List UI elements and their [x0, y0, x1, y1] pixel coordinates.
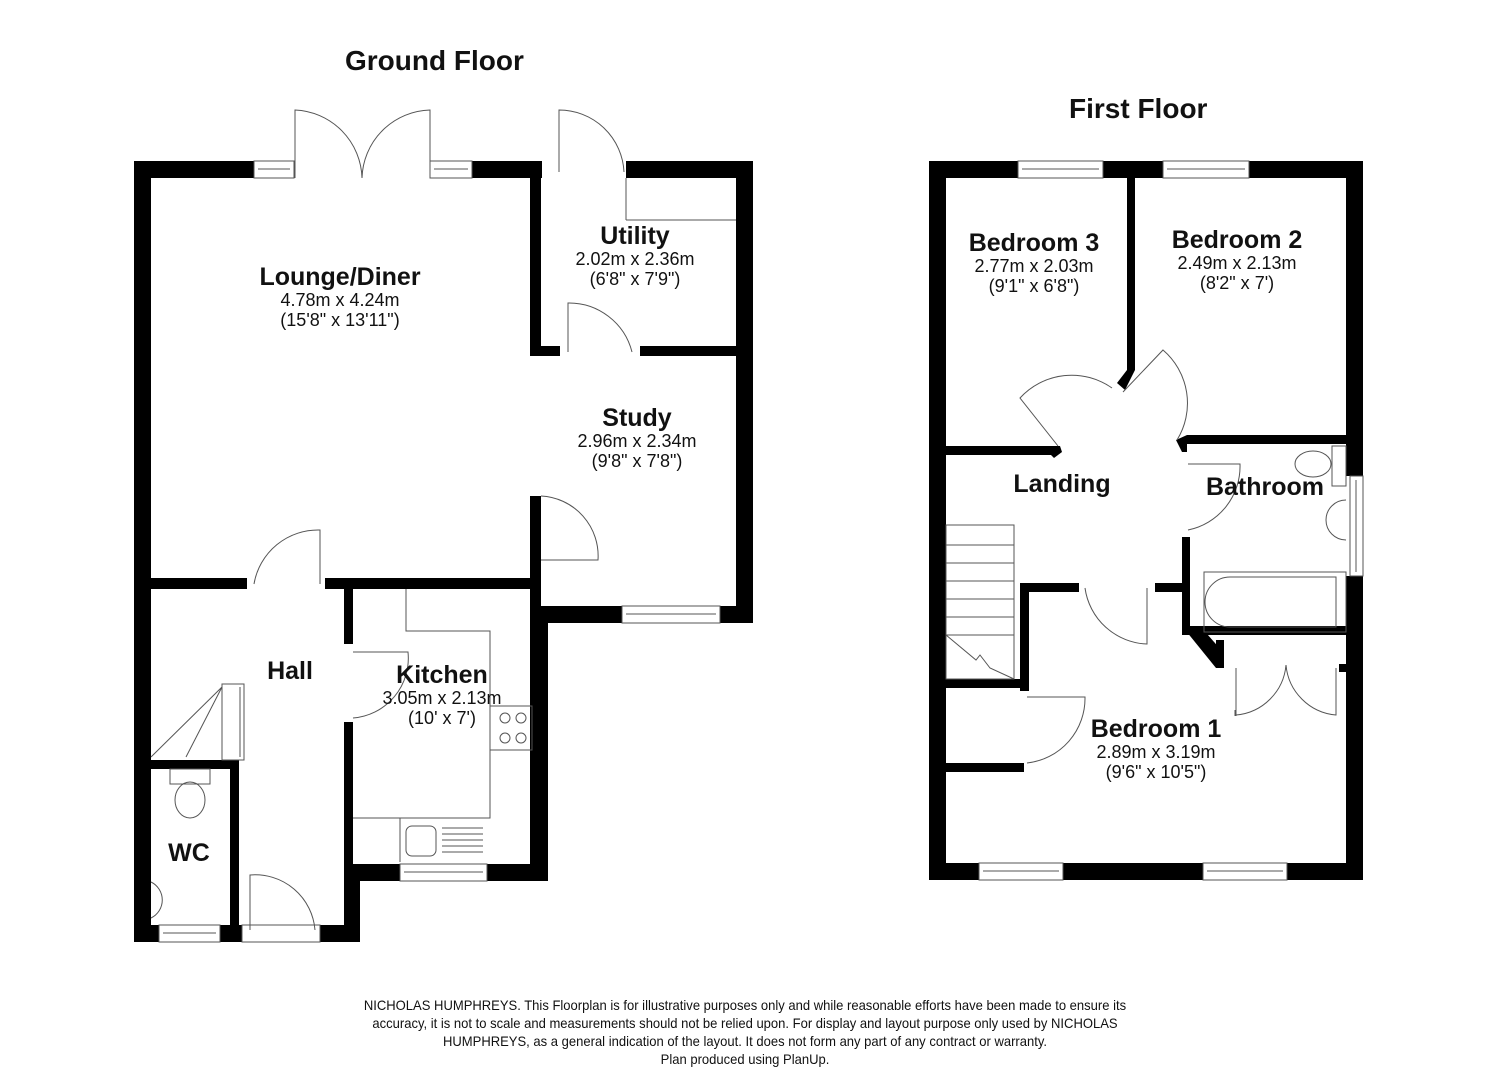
ground-floor-doors	[150, 109, 736, 931]
room-name: Bedroom 3	[968, 229, 1100, 257]
room-imperial: (10' x 7')	[408, 708, 476, 728]
room-metric: 2.77m x 2.03m	[974, 256, 1094, 276]
room-bedroom-2: Bedroom 2 2.49m x 2.13m (8'2" x 7')	[1171, 226, 1303, 294]
room-metric: 2.49m x 2.13m	[1177, 253, 1297, 273]
disclaimer-text: NICHOLAS HUMPHREYS. This Floorplan is fo…	[285, 996, 1206, 1068]
room-imperial: (9'1" x 6'8")	[988, 276, 1080, 296]
room-name: Hall	[267, 657, 313, 685]
ground-floor-windows	[158, 160, 721, 943]
first-floor-doors	[945, 349, 1347, 764]
room-imperial: (6'8" x 7'9")	[589, 269, 681, 289]
room-name: Bathroom	[1205, 473, 1325, 501]
room-bedroom-1: Bedroom 1 2.89m x 3.19m (9'6" x 10'5")	[1090, 715, 1222, 783]
room-utility: Utility 2.02m x 2.36m (6'8" x 7'9")	[575, 222, 695, 290]
first-floor-walls	[929, 161, 1363, 880]
room-metric: 2.89m x 3.19m	[1096, 742, 1216, 762]
disclaimer-line: HUMPHREYS, as a general indication of th…	[442, 1033, 1048, 1049]
room-metric: 4.78m x 4.24m	[280, 290, 400, 310]
ground-floor-walls	[134, 161, 753, 942]
first-floor-windows	[978, 160, 1364, 881]
room-name: Lounge/Diner	[259, 263, 421, 291]
first-floor-plan	[929, 160, 1364, 881]
room-name: WC	[168, 839, 210, 867]
room-bedroom-3: Bedroom 3 2.77m x 2.03m (9'1" x 6'8")	[968, 229, 1100, 297]
disclaimer-line: NICHOLAS HUMPHREYS. This Floorplan is fo…	[363, 997, 1127, 1013]
room-landing: Landing	[1013, 472, 1110, 497]
room-name: Utility	[600, 222, 670, 250]
ground-floor-plan	[134, 109, 753, 943]
room-imperial: (9'8" x 7'8")	[591, 451, 683, 471]
room-name: Kitchen	[396, 661, 488, 689]
ground-floor-title: Ground Floor	[345, 45, 524, 76]
room-metric: 2.02m x 2.36m	[575, 249, 695, 269]
first-floor-title: First Floor	[1069, 93, 1208, 124]
room-imperial: (8'2" x 7')	[1199, 273, 1275, 293]
room-hall: Hall	[267, 659, 313, 684]
room-metric: 2.96m x 2.34m	[577, 431, 697, 451]
room-study: Study 2.96m x 2.34m (9'8" x 7'8")	[577, 404, 697, 472]
room-lounge-diner: Lounge/Diner 4.78m x 4.24m (15'8" x 13'1…	[259, 263, 421, 331]
room-metric: 3.05m x 2.13m	[382, 688, 502, 708]
room-kitchen: Kitchen 3.05m x 2.13m (10' x 7')	[382, 661, 502, 729]
room-imperial: (15'8" x 13'11")	[280, 310, 400, 330]
room-bathroom: Bathroom	[1206, 475, 1324, 500]
room-name: Landing	[1013, 470, 1111, 498]
room-name: Study	[602, 404, 672, 432]
room-imperial: (9'6" x 10'5")	[1105, 762, 1207, 782]
room-name: Bedroom 1	[1090, 715, 1222, 743]
disclaimer-line: accuracy, it is not to scale and measure…	[372, 1015, 1118, 1031]
disclaimer-line: Plan produced using PlanUp.	[660, 1051, 830, 1067]
room-wc: WC	[168, 841, 210, 866]
room-name: Bedroom 2	[1171, 226, 1303, 254]
